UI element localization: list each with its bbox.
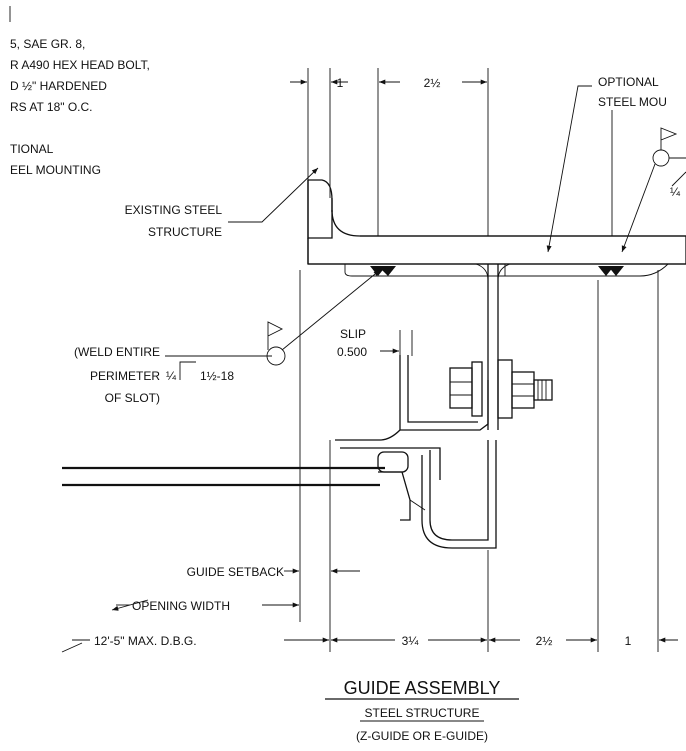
top-dim-1: 1 xyxy=(337,76,344,90)
bolt-note-line-1: 5, SAE GR. 8, xyxy=(10,37,85,51)
title-block: GUIDE ASSEMBLY STEEL STRUCTURE (Z-GUIDE … xyxy=(325,678,519,743)
weld-note-line-3: OF SLOT) xyxy=(105,391,160,405)
bolt-note-line-4: RS AT 18" O.C. xyxy=(10,100,93,114)
weld-note-line-2: PERIMETER xyxy=(90,369,160,383)
top-dim-2-5: 2½ xyxy=(424,76,441,90)
bolt-note: 5, SAE GR. 8, R A490 HEX HEAD BOLT, D ½"… xyxy=(9,6,150,114)
weld-size-left: ¼ xyxy=(166,369,177,383)
opening-width-dimension: OPENING WIDTH xyxy=(111,599,299,613)
existing-steel-structure xyxy=(307,179,686,265)
slip-value: 0.500 xyxy=(337,345,367,359)
weld-size-right: ¼ xyxy=(670,185,681,199)
max-dbg-label: 12'-5" MAX. D.B.G. xyxy=(94,634,197,648)
slip-dimension: SLIP 0.500 xyxy=(337,327,413,359)
slip-label: SLIP xyxy=(340,327,366,341)
optional-steel-callout: OPTIONAL STEEL MOU xyxy=(546,75,667,253)
optional-right-label-1: OPTIONAL xyxy=(598,75,659,89)
weld-symbol-right: ¼ xyxy=(621,127,686,253)
weld-length: 1½-18 xyxy=(200,369,234,383)
title-main: GUIDE ASSEMBLY xyxy=(344,678,501,698)
bolt-note-line-2: R A490 HEX HEAD BOLT, xyxy=(10,58,150,72)
bottom-dim-3-25: 3¼ xyxy=(402,634,420,648)
door-panel xyxy=(62,451,409,487)
bolt-note-line-3: D ½" HARDENED xyxy=(10,79,107,93)
top-dimensions: 1 2½ xyxy=(290,76,487,90)
guide-setback-label: GUIDE SETBACK xyxy=(187,565,284,579)
title-sub-1: STEEL STRUCTURE xyxy=(365,706,480,720)
hex-bolt-assembly xyxy=(449,359,553,419)
guide-setback-dimension: GUIDE SETBACK xyxy=(187,565,360,579)
bottom-dim-2-5: 2½ xyxy=(536,634,553,648)
optional-mounting-note-left: TIONAL EEL MOUNTING xyxy=(10,142,101,177)
flange-welds xyxy=(370,266,624,276)
optional-note-line-1: TIONAL xyxy=(10,142,54,156)
existing-steel-callout: EXISTING STEEL STRUCTURE xyxy=(125,167,319,239)
existing-steel-label-1: EXISTING STEEL xyxy=(125,203,223,217)
extension-lines xyxy=(299,68,659,652)
optional-right-label-2: STEEL MOU xyxy=(598,95,667,109)
weld-symbol-left: (WELD ENTIRE PERIMETER OF SLOT) ¼ 1½-18 xyxy=(74,269,381,405)
existing-steel-label-2: STRUCTURE xyxy=(148,225,222,239)
optional-note-line-2: EEL MOUNTING xyxy=(10,163,101,177)
bottom-dim-1: 1 xyxy=(625,634,632,648)
max-dbg-dimension: 12'-5" MAX. D.B.G. 3¼ 2½ 1 xyxy=(61,634,678,653)
weld-note-line-1: (WELD ENTIRE xyxy=(74,345,160,359)
guide-web xyxy=(475,263,511,430)
z-guide-angle xyxy=(335,355,497,549)
title-sub-2: (Z-GUIDE OR E-GUIDE) xyxy=(356,729,488,743)
opening-width-label: OPENING WIDTH xyxy=(132,599,230,613)
